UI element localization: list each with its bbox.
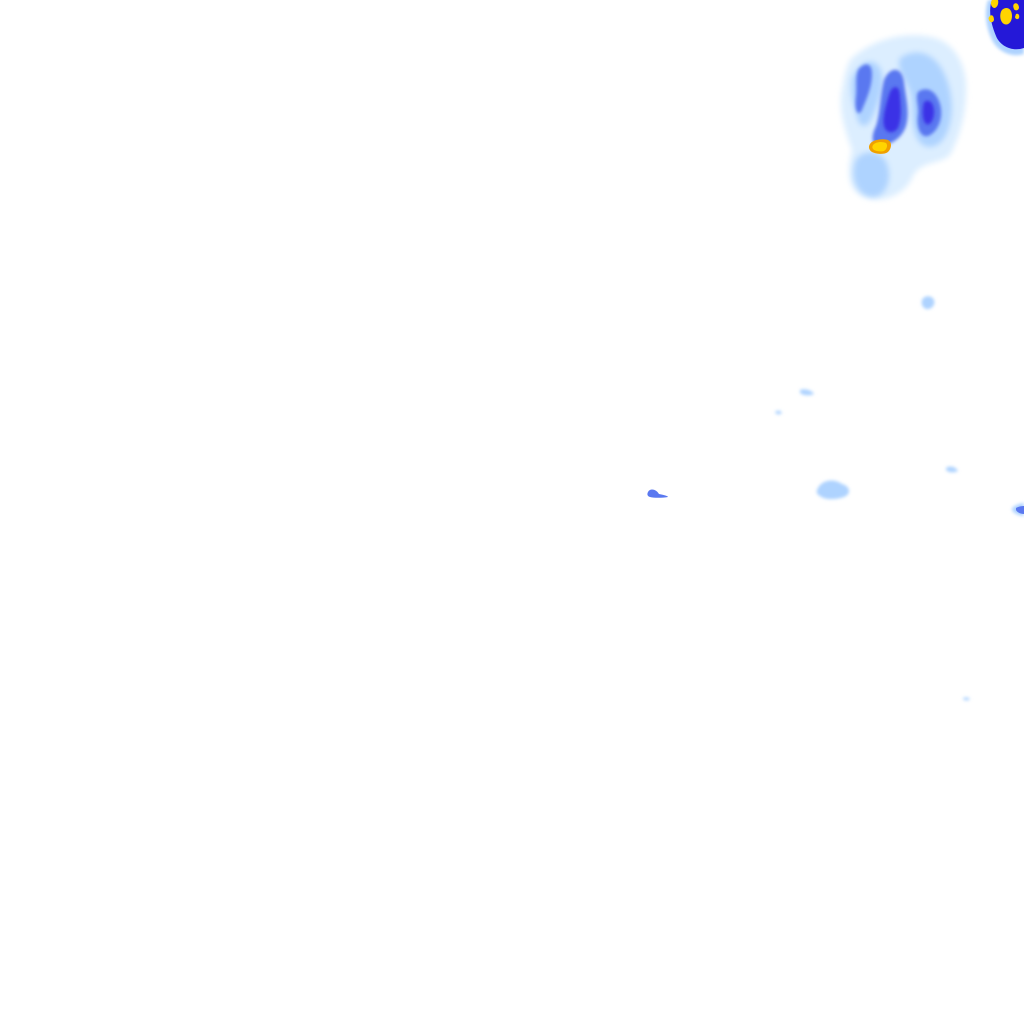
scattered-small-echoes	[647, 296, 1024, 701]
intense-echo	[988, 15, 994, 23]
light-echo	[816, 480, 850, 500]
light-echo	[853, 152, 890, 197]
medium-echo	[1016, 506, 1024, 514]
light-echo	[963, 697, 970, 701]
light-echo	[775, 410, 782, 415]
heavy-echo	[990, 0, 1024, 50]
intense-echo	[990, 0, 999, 8]
intense-echo	[1000, 8, 1012, 25]
medium-echo	[647, 489, 668, 498]
light-echo	[946, 466, 958, 473]
light-echo	[921, 296, 935, 310]
intense-echo	[1015, 13, 1020, 20]
strong-echo	[883, 87, 901, 133]
strong-echo	[922, 100, 934, 125]
intense-echo	[872, 141, 888, 152]
medium-echo	[855, 64, 872, 114]
intense-echo	[1013, 3, 1019, 11]
north-east-storm-cell	[840, 35, 967, 200]
top-right-corner-cell	[985, 0, 1024, 56]
light-echo	[800, 389, 814, 396]
